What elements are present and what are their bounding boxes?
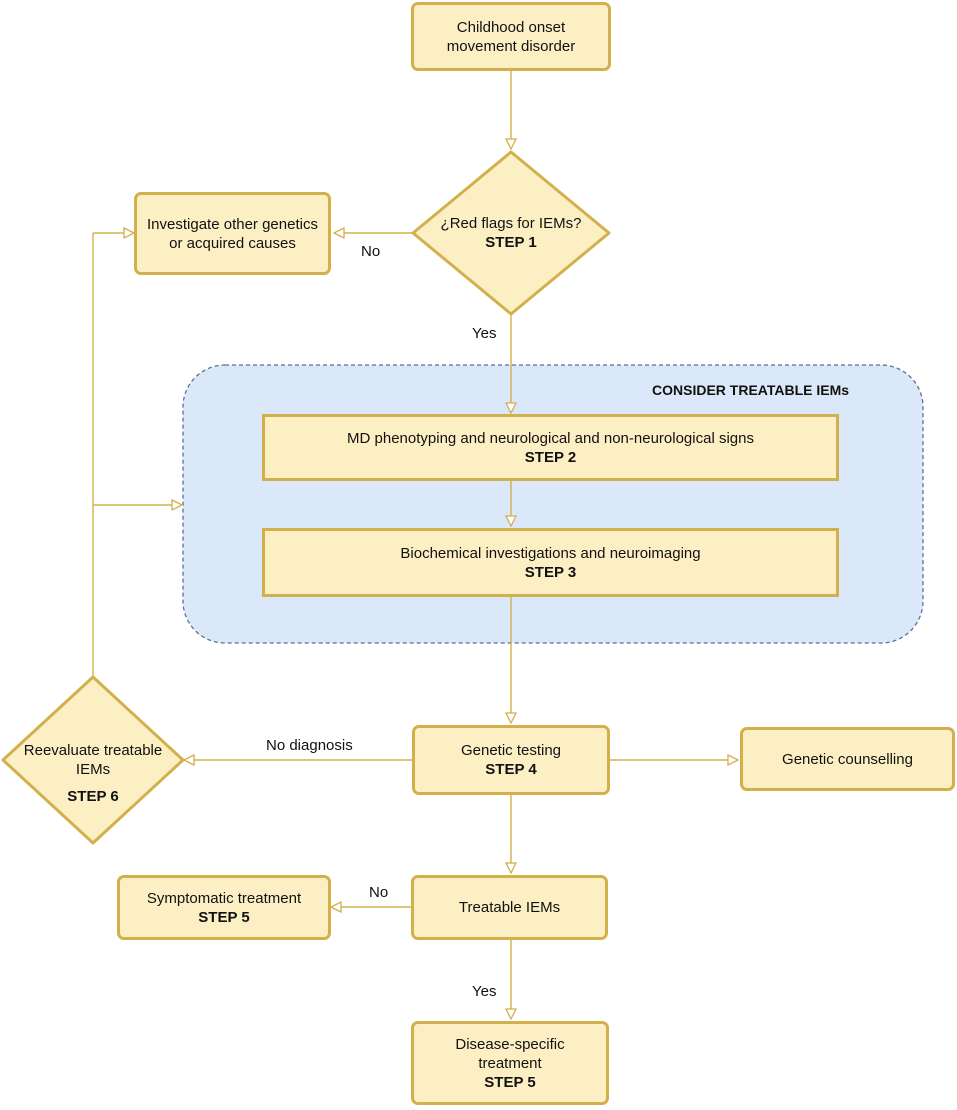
reevaluate-line2: IEMs <box>75 760 111 778</box>
disease-specific-line1: Disease-specific <box>455 1035 565 1053</box>
group-title: CONSIDER TREATABLE IEMs <box>652 382 850 398</box>
start-line1: Childhood onset <box>456 18 566 36</box>
treatable-iems-group <box>182 364 924 644</box>
edge-label-red-flags-no: No <box>361 243 381 260</box>
reevaluate-label[interactable]: Reevaluate treatable IEMs STEP 6 <box>3 738 183 808</box>
other-causes-line2: or acquired causes <box>169 234 296 252</box>
biochemical-node[interactable]: Biochemical investigations and neuroimag… <box>262 528 839 597</box>
edge-label-treatable-no: No <box>369 884 389 901</box>
symptomatic-text: Symptomatic treatment <box>146 889 302 907</box>
phenotyping-step: STEP 2 <box>524 448 577 466</box>
biochemical-step: STEP 3 <box>524 563 577 581</box>
disease-specific-line2: treatment <box>478 1054 542 1072</box>
phenotyping-node[interactable]: MD phenotyping and neurological and non-… <box>262 414 839 481</box>
genetic-testing-text: Genetic testing <box>460 742 562 759</box>
genetic-counselling-node[interactable]: Genetic counselling <box>740 727 955 791</box>
genetic-counselling-text: Genetic counselling <box>782 750 913 768</box>
disease-specific-step: STEP 5 <box>484 1073 536 1091</box>
other-causes-node[interactable]: Investigate other genetics or acquired c… <box>134 192 331 275</box>
reevaluate-decision <box>1 675 185 845</box>
phenotyping-text: MD phenotyping and neurological and non-… <box>347 429 754 447</box>
treatable-iems-text: Treatable IEMs <box>458 899 561 916</box>
symptomatic-step: STEP 5 <box>198 908 250 926</box>
symptomatic-treatment-node[interactable]: Symptomatic treatment STEP 5 <box>117 875 331 940</box>
red-flags-text: ¿Red flags for IEMs? <box>440 215 582 232</box>
edge-label-no-diagnosis: No diagnosis <box>266 737 353 754</box>
other-causes-line1: Investigate other genetics <box>147 215 318 233</box>
edge-label-treatable-yes: Yes <box>472 983 497 1000</box>
genetic-testing-step: STEP 4 <box>485 761 537 778</box>
reevaluate-line1: Reevaluate treatable <box>23 741 163 759</box>
edge-label-red-flags-yes: Yes <box>472 325 497 342</box>
genetic-testing-node[interactable]: Genetic testing STEP 4 <box>412 725 610 795</box>
start-node[interactable]: Childhood onset movement disorder <box>411 2 611 71</box>
treatable-iems-node[interactable]: Treatable IEMs <box>411 875 608 940</box>
biochemical-text: Biochemical investigations and neuroimag… <box>400 544 701 562</box>
red-flags-label[interactable]: ¿Red flags for IEMs? STEP 1 <box>413 213 609 253</box>
reevaluate-step: STEP 6 <box>67 787 119 805</box>
start-line2: movement disorder <box>446 37 576 55</box>
disease-specific-node[interactable]: Disease-specific treatment STEP 5 <box>411 1021 609 1105</box>
red-flags-step: STEP 1 <box>485 234 537 251</box>
